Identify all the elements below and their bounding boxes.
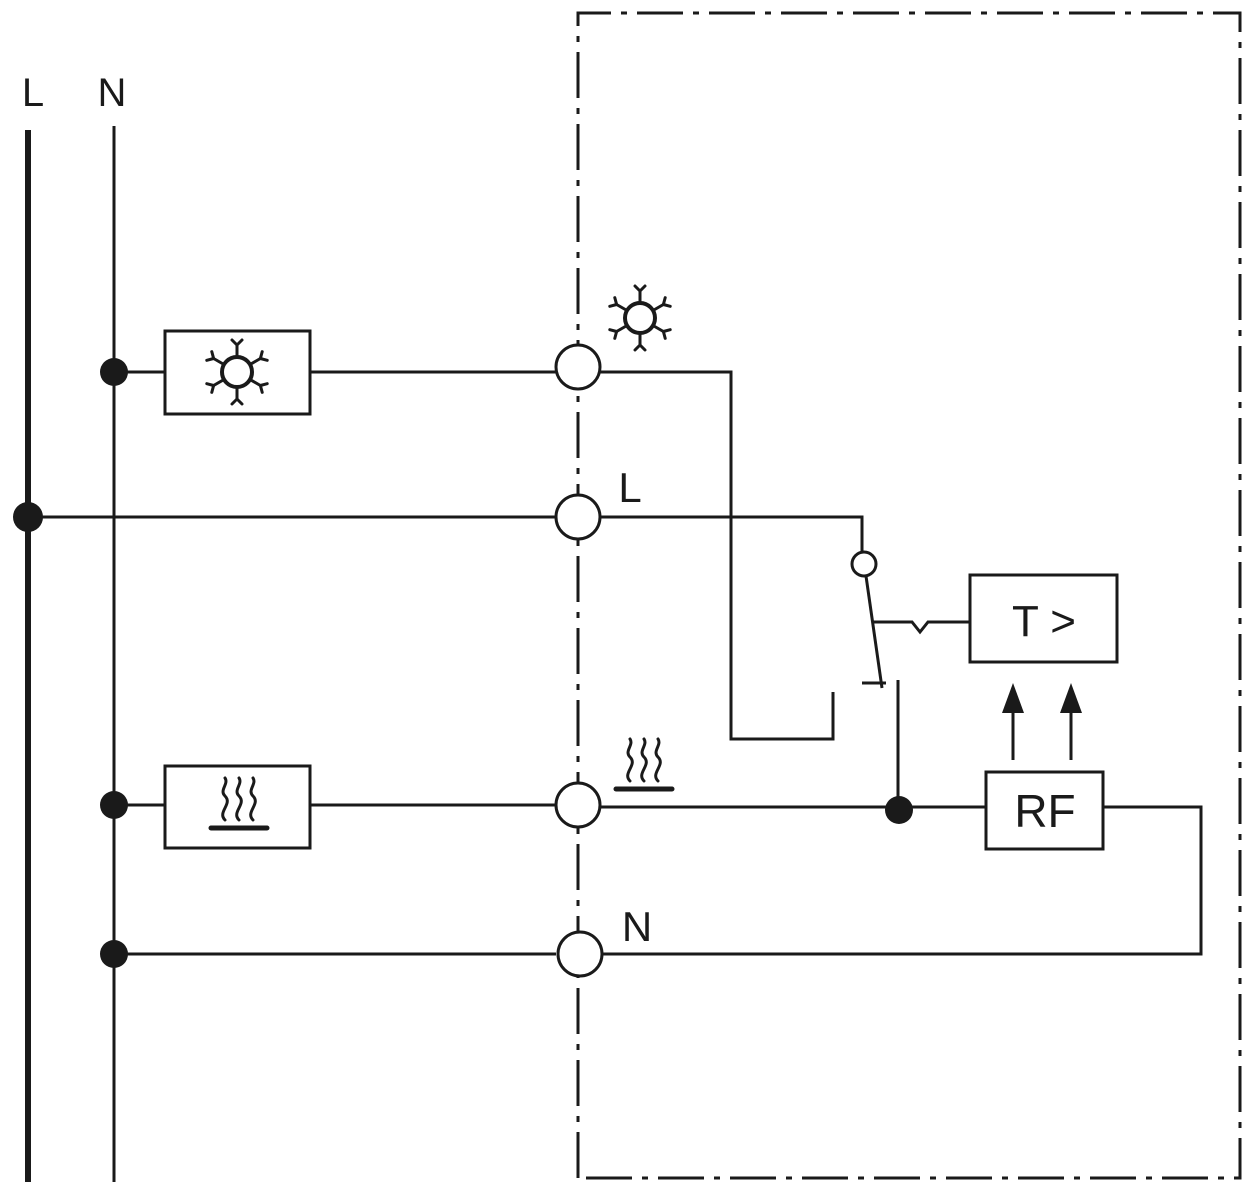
heating-load-box	[163, 764, 312, 850]
rail-n-label: N	[98, 71, 127, 115]
terminal-n	[556, 930, 604, 978]
signal-arrow	[1060, 683, 1082, 760]
rail-l-label: L	[22, 71, 44, 115]
snowflake-icon	[607, 284, 673, 352]
switch-linkage	[872, 620, 970, 635]
junction-dot	[13, 502, 43, 532]
junction-dot	[100, 791, 128, 819]
signal-arrow	[1002, 683, 1024, 760]
rf-receiver-label: RF	[1014, 785, 1075, 837]
wire-cooling-contact	[600, 370, 835, 741]
wire-rf-to-n	[600, 805, 1203, 956]
junction-dot	[885, 796, 913, 824]
device-enclosure-outline	[576, 11, 1242, 1180]
terminal-heating	[554, 781, 602, 829]
thermostat-box	[968, 573, 1119, 664]
terminal-l-label: L	[618, 464, 641, 511]
switch-blade	[864, 575, 884, 689]
rf-receiver-box	[984, 770, 1105, 851]
heat-icon	[616, 739, 672, 789]
junction-dot	[100, 940, 128, 968]
wire-l-to-switch	[600, 515, 864, 552]
junction-dot	[100, 358, 128, 386]
thermostat-label: T >	[1012, 597, 1076, 646]
switch-pivot	[850, 550, 878, 578]
terminal-cooling	[554, 343, 602, 391]
terminal-l	[554, 493, 602, 541]
terminal-n-label: N	[622, 903, 652, 950]
